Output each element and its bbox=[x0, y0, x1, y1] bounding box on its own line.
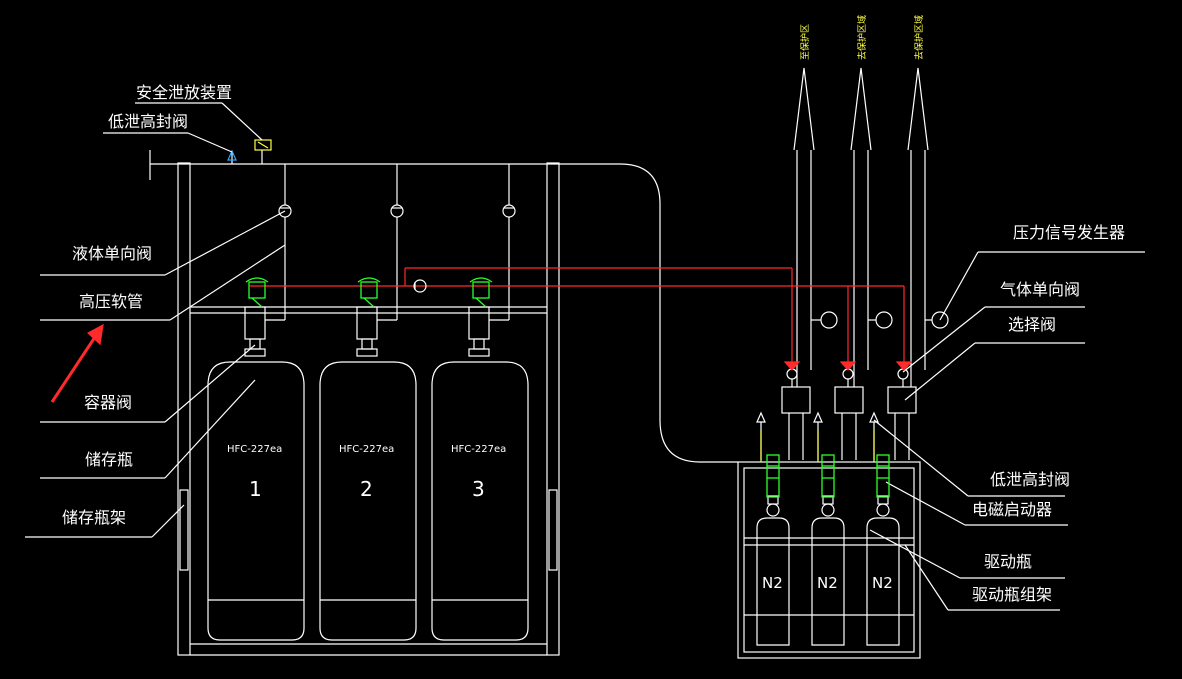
label-drive-rack: 驱动瓶组架 bbox=[972, 585, 1052, 604]
pipe-destination-label: 去保护区域 bbox=[913, 15, 925, 60]
label-safety-relief: 安全泄放装置 bbox=[136, 83, 232, 102]
label-liquid-check-valve: 液体单向阀 bbox=[72, 244, 152, 263]
label-cylinder-rack: 储存瓶架 bbox=[62, 508, 126, 527]
label-solenoid-actuator: 电磁启动器 bbox=[972, 500, 1052, 519]
label-pressure-signal: 压力信号发生器 bbox=[1013, 223, 1125, 242]
drive-gas-label: N2 bbox=[872, 574, 893, 592]
control-pipe-red bbox=[50, 267, 913, 403]
pipe-destination-label: 至保护区 bbox=[799, 24, 811, 60]
label-selector-valve: 选择阀 bbox=[1008, 315, 1056, 334]
container-valves bbox=[244, 306, 490, 357]
drive-rack bbox=[737, 461, 921, 659]
cylinder-number-label: 3 bbox=[472, 477, 485, 501]
selector-valves bbox=[756, 368, 917, 460]
pipe-destination-label: 去保护区域 bbox=[856, 15, 868, 60]
storage-rack bbox=[177, 162, 560, 656]
drive-pipes-yellow bbox=[760, 430, 875, 462]
solenoid-actuators-green bbox=[245, 277, 890, 498]
cylinder-agent-label: HFC-227ea bbox=[227, 444, 282, 455]
cylinder-number-label: 2 bbox=[360, 477, 373, 501]
label-low-leak-valve-left: 低泄高封阀 bbox=[108, 112, 188, 131]
storage-cylinders bbox=[207, 361, 529, 641]
manifold-pipe bbox=[149, 139, 738, 463]
label-high-pressure-hose: 高压软管 bbox=[79, 292, 143, 311]
label-gas-check-valve: 气体单向阀 bbox=[1000, 280, 1080, 299]
cylinder-agent-label: HFC-227ea bbox=[451, 444, 506, 455]
leader-lines bbox=[25, 102, 1145, 611]
cylinder-number-label: 1 bbox=[249, 477, 262, 501]
drive-gas-label: N2 bbox=[762, 574, 783, 592]
branch-pipes bbox=[265, 164, 516, 321]
label-low-leak-valve-right: 低泄高封阀 bbox=[990, 470, 1070, 489]
drive-gas-label: N2 bbox=[817, 574, 838, 592]
drive-cylinders bbox=[756, 495, 900, 646]
outlet-pipes bbox=[793, 67, 949, 370]
label-container-valve: 容器阀 bbox=[84, 393, 132, 412]
label-drive-cylinder: 驱动瓶 bbox=[984, 552, 1032, 571]
cylinder-agent-label: HFC-227ea bbox=[339, 444, 394, 455]
label-storage-cylinder: 储存瓶 bbox=[85, 450, 133, 469]
